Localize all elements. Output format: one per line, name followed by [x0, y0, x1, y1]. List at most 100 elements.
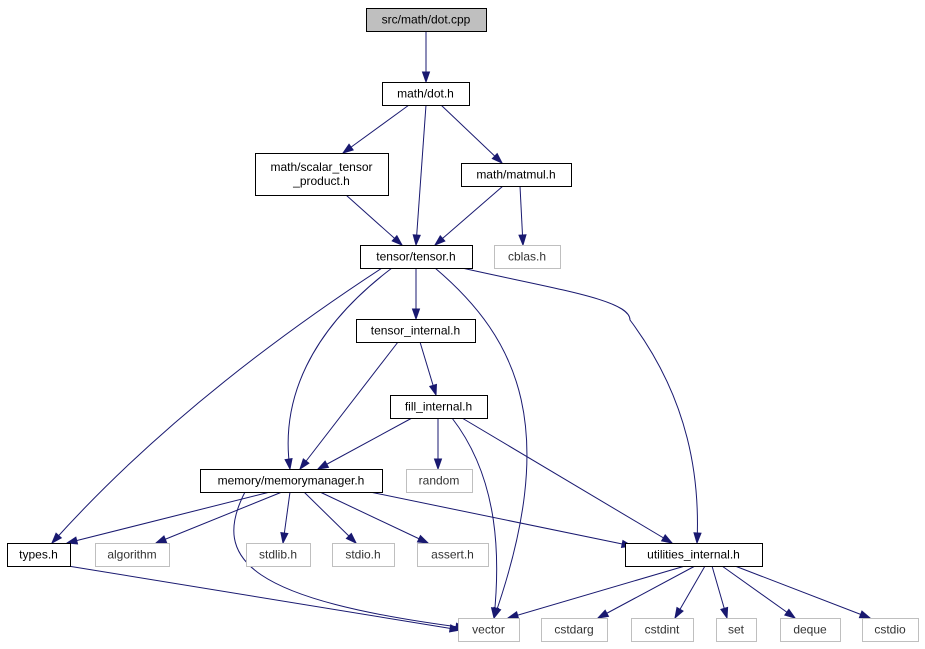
edge-matmul_h-to-tensor_h — [433, 185, 504, 246]
arrowhead — [412, 234, 421, 247]
edge-fill_internal_h-to-vector — [451, 417, 500, 620]
arrowhead — [518, 234, 527, 247]
node-dot-h[interactable]: math/dot.h — [382, 82, 470, 106]
arrowhead — [416, 534, 430, 544]
edge-tensor_h-to-types_h — [50, 267, 383, 545]
edge-utilities_internal_h-to-cstdint — [674, 565, 706, 620]
node-memorymanager-h[interactable]: memory/memorymanager.h — [200, 469, 383, 493]
arrowhead — [858, 610, 872, 619]
node-fill-internal-h[interactable]: fill_internal.h — [390, 395, 488, 419]
edge-tensor_h-to-utilities_internal_h — [461, 267, 702, 545]
node-stdlib-h: stdlib.h — [246, 543, 311, 567]
arrowhead — [433, 234, 446, 246]
edge-dot_h-to-scalar_tensor_product_h — [341, 104, 410, 154]
arrowhead — [391, 234, 404, 247]
edge-scalar_tensor_product_h-to-tensor_h — [345, 194, 404, 247]
edge-memorymanager_h-to-types_h — [65, 491, 271, 545]
edge-types_h-to-vector — [67, 565, 462, 633]
edge-matmul_h-to-cblas_h — [518, 185, 527, 247]
node-label: stdlib.h — [259, 548, 297, 562]
arrowhead — [428, 383, 437, 397]
node-label: tensor/tensor.h — [376, 250, 455, 264]
node-label: types.h — [19, 548, 58, 562]
arrowhead — [50, 532, 63, 545]
node-label: _product.h — [292, 174, 350, 188]
edge-tensor_h-to-memorymanager_h — [284, 267, 393, 471]
node-label: deque — [793, 623, 827, 637]
node-label: memory/memorymanager.h — [218, 474, 365, 488]
node-assert-h: assert.h — [417, 543, 489, 567]
edge-memorymanager_h-to-stdlib_h — [280, 491, 291, 545]
arrowhead — [341, 143, 354, 154]
node-label: assert.h — [431, 548, 474, 562]
node-cblas-h: cblas.h — [494, 245, 561, 269]
arrowhead — [491, 152, 504, 165]
arrowhead — [693, 532, 702, 545]
node-deque: deque — [780, 618, 841, 642]
node-label: src/math/dot.cpp — [382, 13, 471, 27]
node-label: fill_internal.h — [405, 400, 472, 414]
arrowhead — [345, 532, 358, 545]
edge-utilities_internal_h-to-set — [711, 565, 729, 620]
nodes-layer: src/math/dot.cpp math/dot.h math/scalar_te… — [7, 8, 919, 642]
node-types-h[interactable]: types.h — [7, 543, 71, 567]
edge-utilities_internal_h-to-cstdio — [734, 565, 872, 619]
node-label: set — [728, 623, 745, 637]
node-algorithm: algorithm — [95, 543, 170, 567]
node-label: cstdio — [874, 623, 906, 637]
edge-tensor_internal_h-to-memorymanager_h — [299, 341, 399, 471]
node-label: vector — [472, 623, 505, 637]
arrowhead — [280, 532, 289, 545]
node-stdio-h: stdio.h — [332, 543, 395, 567]
edge-dot_cpp-to-dot_h — [421, 31, 431, 84]
arrowhead — [660, 534, 674, 544]
arrowhead — [299, 458, 310, 471]
node-cstdarg: cstdarg — [541, 618, 608, 642]
node-label: stdio.h — [345, 548, 380, 562]
node-label: tensor_internal.h — [371, 324, 460, 338]
edge-fill_internal_h-to-random — [433, 418, 443, 471]
arrowhead — [433, 458, 443, 471]
arrowhead — [284, 458, 293, 471]
node-tensor-h[interactable]: tensor/tensor.h — [360, 245, 473, 269]
edge-memorymanager_h-to-stdio_h — [303, 491, 358, 545]
node-tensor-internal-h[interactable]: tensor_internal.h — [356, 319, 476, 343]
edge-dot_h-to-tensor_h — [412, 104, 427, 247]
edge-memorymanager_h-to-algorithm — [154, 491, 283, 544]
arrowhead — [506, 611, 520, 620]
node-set: set — [716, 618, 757, 642]
arrowhead — [784, 608, 797, 619]
arrowhead — [421, 71, 431, 84]
arrowhead — [316, 460, 330, 470]
edge-utilities_internal_h-to-vector — [506, 565, 686, 620]
node-label: algorithm — [107, 548, 156, 562]
node-cstdint: cstdint — [631, 618, 694, 642]
node-utilities-internal-h[interactable]: utilities_internal.h — [625, 543, 763, 567]
arrowhead — [674, 606, 684, 620]
edge-memorymanager_h-to-utilities_internal_h — [369, 491, 634, 548]
node-label: math/matmul.h — [476, 168, 555, 182]
node-label: utilities_internal.h — [647, 548, 740, 562]
node-dot-cpp[interactable]: src/math/dot.cpp — [366, 8, 487, 32]
edge-fill_internal_h-to-utilities_internal_h — [461, 417, 674, 544]
edge-utilities_internal_h-to-cstdarg — [596, 565, 696, 619]
arrowhead — [596, 609, 610, 619]
node-matmul-h[interactable]: math/matmul.h — [461, 163, 572, 187]
node-label: math/dot.h — [397, 87, 454, 101]
edge-memorymanager_h-to-assert_h — [319, 491, 430, 544]
node-scalar-tensor-product-h[interactable]: math/scalar_tensor_product.h — [255, 153, 389, 196]
edge-fill_internal_h-to-memorymanager_h — [316, 417, 413, 470]
arrowhead — [411, 308, 421, 321]
edge-utilities_internal_h-to-deque — [721, 565, 797, 619]
node-label: cblas.h — [508, 250, 546, 264]
arrowhead — [65, 536, 79, 545]
node-label: random — [419, 474, 460, 488]
node-label: math/scalar_tensor — [270, 160, 372, 174]
arrowhead — [154, 535, 168, 544]
node-random: random — [406, 469, 473, 493]
node-vector: vector — [458, 618, 520, 642]
arrowhead — [448, 624, 462, 633]
arrowhead — [490, 607, 500, 620]
node-label: cstdarg — [554, 623, 593, 637]
edge-tensor_internal_h-to-fill_internal_h — [419, 341, 437, 397]
